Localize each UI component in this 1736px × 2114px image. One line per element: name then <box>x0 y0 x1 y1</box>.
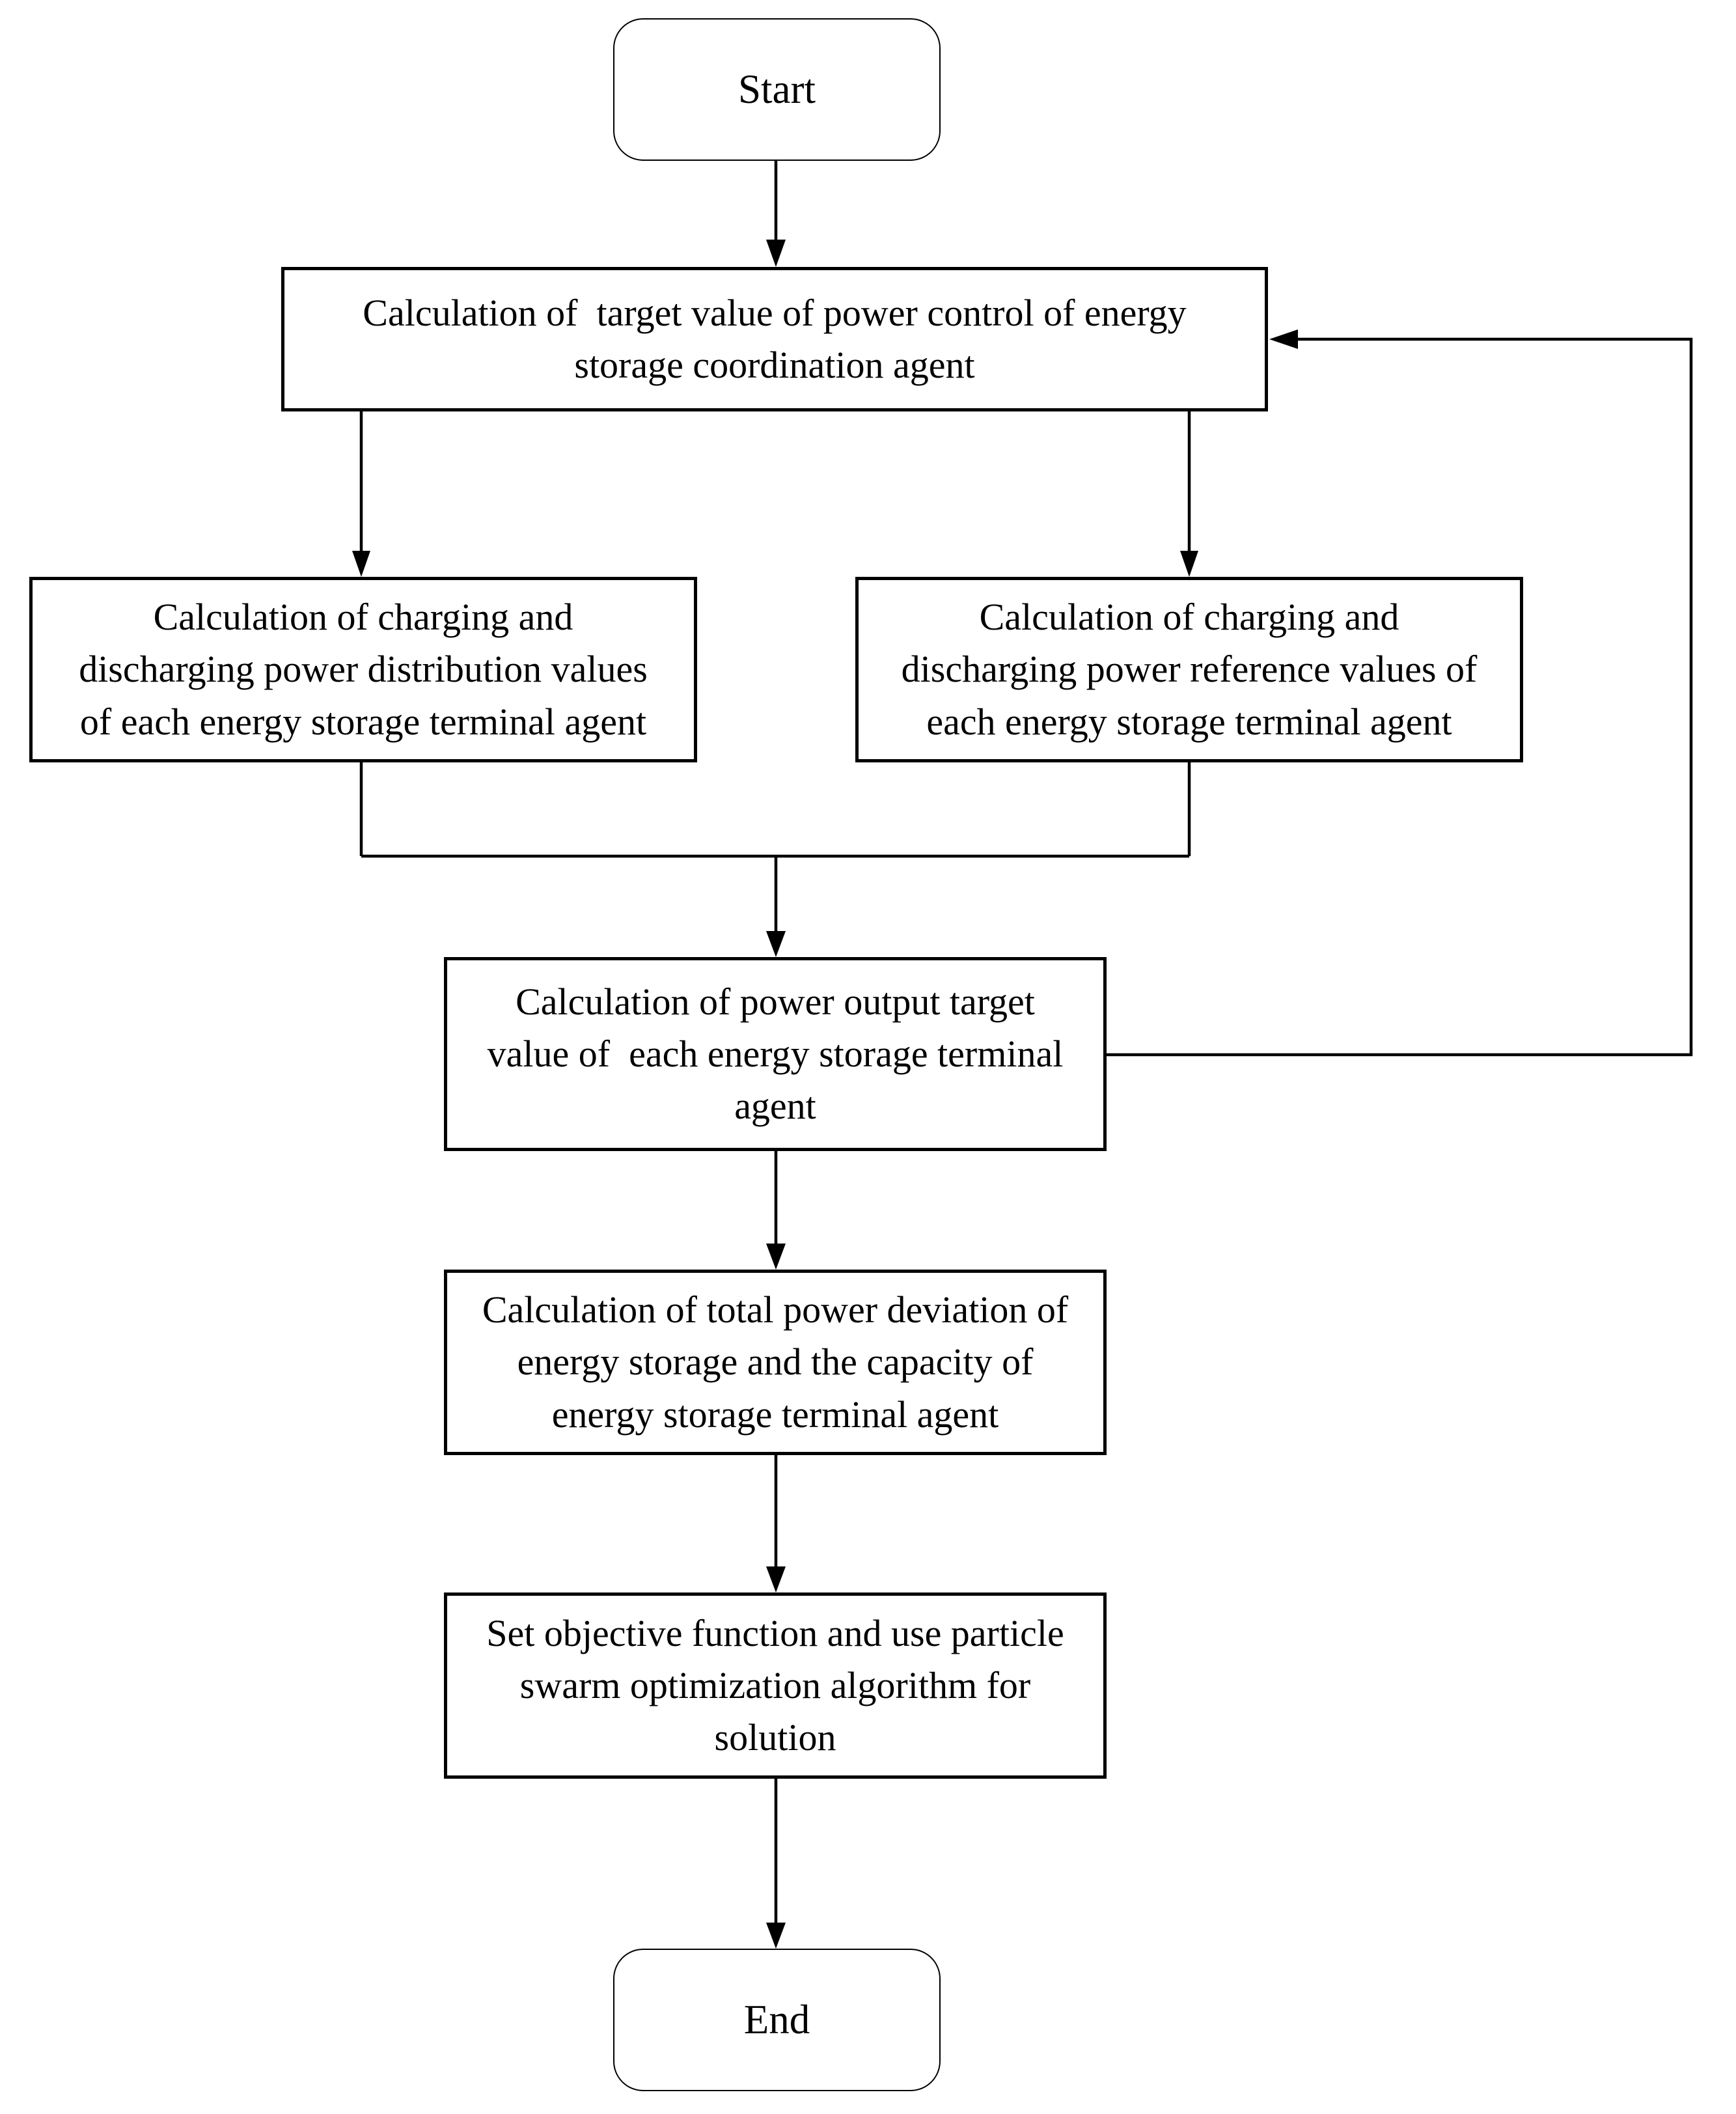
calc-output-node: Calculation of power output target value… <box>444 957 1107 1151</box>
arrow-start-to-calc-target <box>766 161 786 267</box>
start-node: Start <box>613 18 941 161</box>
calc-distribution-node: Calculation of charging and discharging … <box>29 577 697 762</box>
arrow-objective-to-end <box>766 1779 786 1949</box>
calc-output-label: Calculation of power output target value… <box>487 980 1064 1128</box>
start-label: Start <box>738 66 816 113</box>
calc-deviation-label: Calculation of total power deviation of … <box>482 1288 1069 1436</box>
arrow-feedback-calc-output-to-calc-target <box>1107 329 1693 1057</box>
arrow-deviation-to-objective <box>766 1455 786 1592</box>
arrow-calc-output-to-deviation <box>766 1151 786 1270</box>
calc-target-label: Calculation of target value of power con… <box>363 291 1187 386</box>
arrow-calc-target-to-distribution <box>352 411 370 577</box>
set-objective-node: Set objective function and use particle … <box>444 1592 1107 1779</box>
arrow-merge-to-calc-output <box>766 856 786 957</box>
calc-target-node: Calculation of target value of power con… <box>281 267 1268 411</box>
calc-deviation-node: Calculation of total power deviation of … <box>444 1270 1107 1455</box>
calc-reference-label: Calculation of charging and discharging … <box>901 596 1478 743</box>
set-objective-label: Set objective function and use particle … <box>486 1611 1064 1759</box>
calc-reference-node: Calculation of charging and discharging … <box>855 577 1523 762</box>
arrow-calc-target-to-reference <box>1180 411 1198 577</box>
calc-distribution-label: Calculation of charging and discharging … <box>79 596 648 743</box>
end-node: End <box>613 1949 941 2091</box>
end-label: End <box>743 1997 810 2043</box>
